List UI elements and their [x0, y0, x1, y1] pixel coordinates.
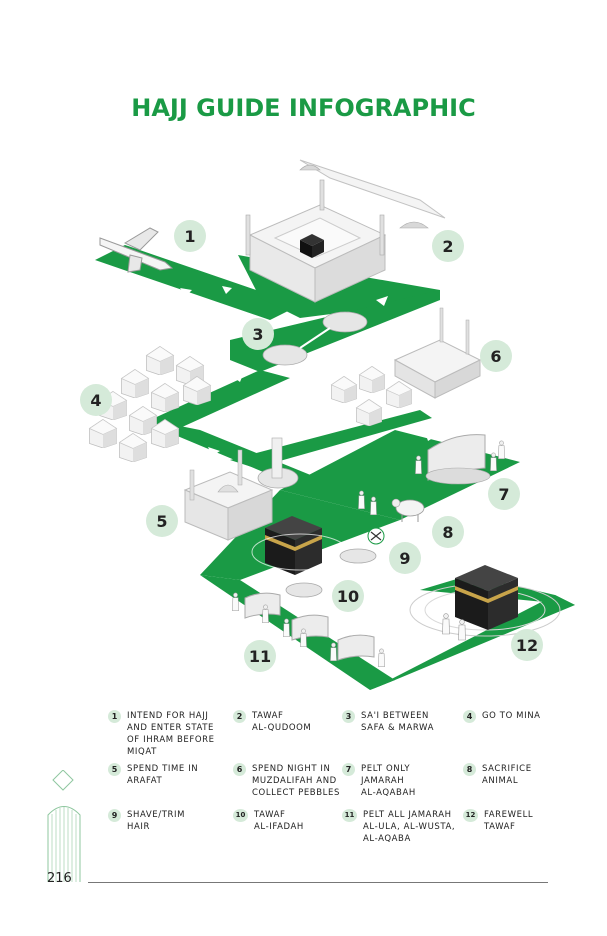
legend-item: 2 TAWAF AL-QUDOOM: [233, 710, 353, 734]
legend-number: 1: [108, 710, 121, 723]
legend-number: 12: [463, 809, 478, 822]
step-marker-1: 1: [174, 220, 206, 252]
footer-divider: [88, 882, 548, 883]
svg-text:2: 2: [442, 237, 453, 256]
pillar-icon: [415, 434, 505, 485]
sheep-icon: [358, 490, 425, 522]
legend-text: TAWAF AL-IFADAH: [254, 810, 304, 832]
svg-text:3: 3: [252, 325, 263, 344]
legend-text: INTEND FOR HAJJ AND ENTER STATE OF IHRAM…: [127, 711, 215, 757]
legend-item: 3 SA'I BETWEEN SAFA & MARWA: [342, 710, 462, 734]
legend-number: 7: [342, 763, 355, 776]
legend-text: PELT ONLY JAMARAH AL-AQABAH: [361, 764, 416, 798]
legend-text: SACRIFICE ANIMAL: [482, 764, 532, 786]
step-marker-11: 11: [244, 640, 276, 672]
legend-number: 2: [233, 710, 246, 723]
legend-item: 6 SPEND NIGHT IN MUZDALIFAH AND COLLECT …: [233, 763, 353, 799]
step-marker-8: 8: [432, 516, 464, 548]
svg-text:6: 6: [490, 347, 501, 366]
step-marker-10: 10: [332, 580, 364, 612]
legend-text: SPEND TIME IN ARAFAT: [127, 764, 199, 786]
legend-item: 5 SPEND TIME IN ARAFAT: [108, 763, 228, 787]
page-title: HAJJ GUIDE INFOGRAPHIC: [131, 94, 476, 122]
legend-item: 8 SACRIFICE ANIMAL: [463, 763, 583, 787]
step-marker-3: 3: [242, 318, 274, 350]
mosque-icon: [183, 437, 299, 541]
svg-text:1: 1: [184, 227, 195, 246]
legend-number: 8: [463, 763, 476, 776]
legend-number: 4: [463, 710, 476, 723]
legend-item: 1 INTEND FOR HAJJ AND ENTER STATE OF IHR…: [108, 710, 228, 758]
decorative-lantern-icon: [47, 770, 81, 882]
svg-text:7: 7: [498, 485, 509, 504]
legend-item: 12 FAREWELL TAWAF: [463, 809, 583, 833]
legend-number: 5: [108, 763, 121, 776]
legend-number: 6: [233, 763, 246, 776]
step-marker-7: 7: [488, 478, 520, 510]
legend-item: 9 SHAVE/TRIM HAIR: [108, 809, 228, 833]
svg-text:9: 9: [399, 549, 410, 568]
legend-text: TAWAF AL-QUDOOM: [252, 711, 312, 733]
step-marker-5: 5: [146, 505, 178, 537]
legend-item: 10 TAWAF AL-IFADAH: [233, 809, 353, 833]
legend-text: FAREWELL TAWAF: [484, 810, 534, 832]
page-number: 216: [47, 871, 72, 886]
step-marker-9: 9: [389, 542, 421, 574]
legend-item: 11 PELT ALL JAMARAH AL-ULA, AL-WUSTA, AL…: [342, 809, 462, 845]
scissors-icon: [367, 527, 385, 545]
step-markers: 1 2 3 4 5 6 7 8 9 10 11 12: [80, 220, 543, 672]
airplane-icon: [99, 227, 174, 273]
legend-number: 10: [233, 809, 248, 822]
step-marker-4: 4: [80, 384, 112, 416]
kaaba-icon: [409, 565, 561, 641]
legend-number: 9: [108, 809, 121, 822]
pillar-icon: [232, 592, 385, 668]
legend-text: SHAVE/TRIM HAIR: [127, 810, 186, 832]
legend-number: 11: [342, 809, 357, 822]
hill-icon: [262, 311, 368, 366]
legend-text: PELT ALL JAMARAH AL-ULA, AL-WUSTA, AL-AQ…: [363, 810, 456, 844]
svg-text:12: 12: [516, 636, 538, 655]
legend-text: GO TO MINA: [482, 711, 541, 721]
step-marker-2: 2: [432, 230, 464, 262]
legend-text: SA'I BETWEEN SAFA & MARWA: [361, 711, 434, 733]
legend-text: SPEND NIGHT IN MUZDALIFAH AND COLLECT PE…: [252, 764, 340, 798]
svg-text:8: 8: [442, 523, 453, 542]
hill-icon: [285, 548, 377, 598]
kaaba-icon: [251, 516, 349, 575]
step-marker-12: 12: [511, 629, 543, 661]
legend-item: 4 GO TO MINA: [463, 710, 583, 723]
grand-mosque-icon: [245, 159, 446, 303]
svg-text:10: 10: [337, 587, 359, 606]
hajj-route-diagram: 1 2 3 4 5 6 7 8 9 10 11 12: [80, 159, 575, 690]
svg-text:5: 5: [156, 512, 167, 531]
tent-icon: [331, 307, 482, 426]
svg-text:4: 4: [90, 391, 101, 410]
route-arrows: [180, 286, 436, 662]
legend-number: 3: [342, 710, 355, 723]
svg-text:11: 11: [249, 647, 271, 666]
legend-item: 7 PELT ONLY JAMARAH AL-AQABAH: [342, 763, 462, 799]
step-marker-6: 6: [480, 340, 512, 372]
